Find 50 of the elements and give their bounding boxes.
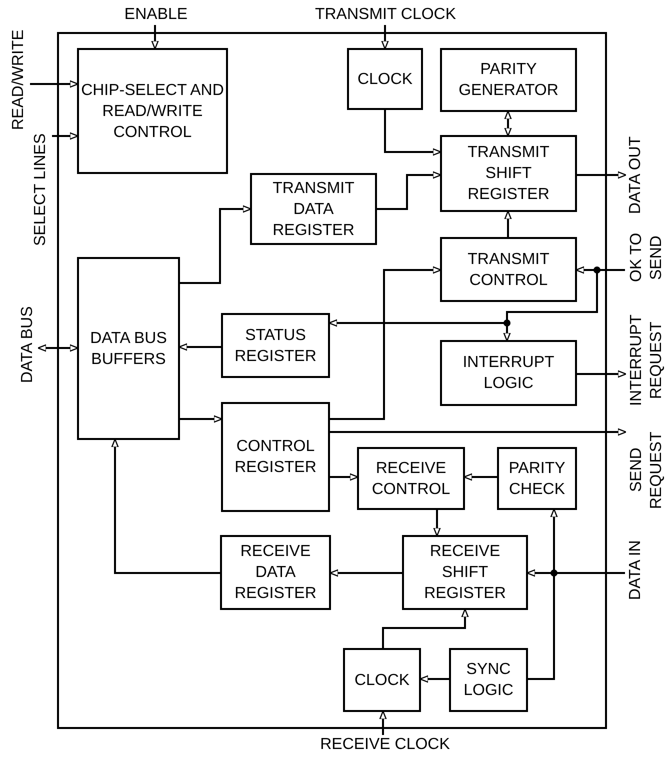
arrow bbox=[178, 343, 221, 351]
block-box: CLOCK bbox=[347, 48, 423, 110]
block-box: TRANSMIT DATA REGISTER bbox=[250, 173, 377, 245]
block-box: RECEIVE DATA REGISTER bbox=[220, 535, 331, 610]
block-box: PARITY CHECK bbox=[497, 447, 577, 510]
block-box: TRANSMIT CONTROL bbox=[440, 237, 577, 302]
arrow bbox=[151, 25, 159, 50]
arrow bbox=[464, 473, 497, 481]
block-box: TRANSMIT SHIFT REGISTER bbox=[440, 135, 577, 212]
arrow bbox=[577, 171, 626, 179]
arrow bbox=[381, 25, 389, 50]
signal-label: ENABLE bbox=[115, 5, 197, 25]
arrow bbox=[504, 210, 512, 237]
arrow bbox=[330, 428, 626, 436]
block-box: CHIP-SELECT AND READ/WRITE CONTROL bbox=[77, 48, 228, 174]
block-box: RECEIVE SHIFT REGISTER bbox=[402, 535, 528, 610]
signal-label: TRANSMIT CLOCK bbox=[293, 5, 478, 25]
arrow bbox=[420, 675, 449, 683]
signal-label: READ/WRITE bbox=[8, 20, 30, 140]
arrow bbox=[382, 608, 469, 648]
arrow bbox=[330, 266, 442, 420]
block-box: STATUS REGISTER bbox=[221, 313, 330, 378]
arrow bbox=[30, 80, 78, 88]
signal-label: DATA BUS bbox=[17, 290, 39, 400]
signal-label: SELECT LINES bbox=[30, 115, 52, 265]
arrow bbox=[330, 473, 358, 481]
block-box: PARITY GENERATOR bbox=[440, 48, 577, 112]
arrow bbox=[111, 438, 220, 574]
arrow bbox=[384, 110, 442, 156]
arrow bbox=[433, 510, 441, 536]
arrow bbox=[180, 415, 222, 423]
arrow bbox=[52, 132, 78, 140]
signal-label: SEND REQUEST bbox=[625, 420, 669, 520]
block-box: CLOCK bbox=[343, 648, 421, 712]
block-box: RECEIVE CONTROL bbox=[357, 447, 465, 510]
arrow bbox=[577, 370, 626, 378]
block-box: SYNC LOGIC bbox=[449, 648, 528, 712]
signal-label: DATA IN bbox=[625, 525, 647, 615]
block-box: INTERRUPT LOGIC bbox=[440, 340, 577, 406]
chip-outline bbox=[57, 32, 607, 729]
signal-label: RECEIVE CLOCK bbox=[300, 735, 470, 755]
arrow bbox=[379, 710, 387, 735]
arrow bbox=[504, 110, 512, 136]
block-box: CONTROL REGISTER bbox=[221, 402, 330, 512]
block-box: DATA BUS BUFFERS bbox=[77, 257, 180, 440]
arrow bbox=[377, 171, 442, 210]
arrow bbox=[38, 344, 78, 352]
signal-label: INTERRUPT REQUEST bbox=[625, 305, 669, 415]
arrow bbox=[330, 569, 402, 577]
arrow bbox=[180, 205, 252, 284]
